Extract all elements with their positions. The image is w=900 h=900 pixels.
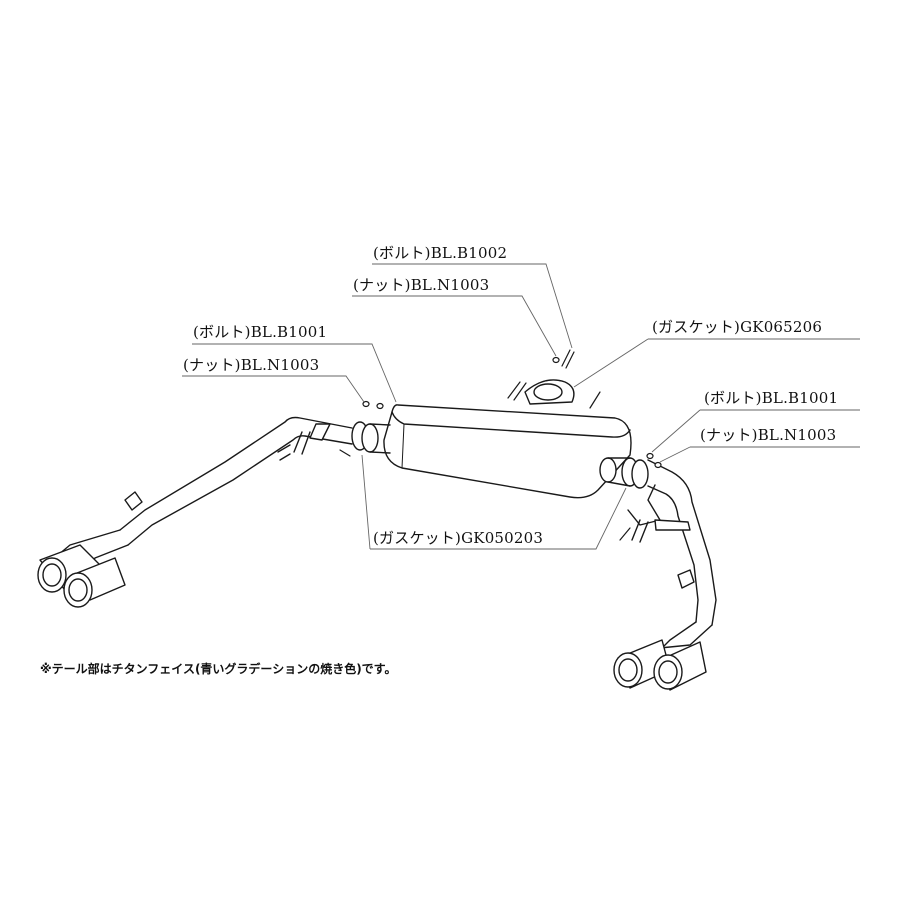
left-flange-gasket [351,421,391,454]
label-bolt-b1002: (ボルト)BL.B1002 [373,244,508,262]
label-bolt-b1001-right: (ボルト)BL.B1001 [704,389,839,407]
right-flange-gasket [599,457,649,489]
left-pipe [119,416,353,546]
right-pipe [627,459,717,626]
muffler [383,404,632,499]
bolts [339,349,662,541]
label-gasket-gk065206: (ガスケット)GK065206 [652,318,823,336]
label-nut-n1003-top: (ナット)BL.N1003 [353,276,490,294]
label-nut-n1003-right: (ナット)BL.N1003 [700,426,837,444]
right-tail-tips [613,621,713,691]
label-nut-n1003-left: (ナット)BL.N1003 [183,356,320,374]
tail-note: ※テール部はチタンフェイス(青いグラデーションの焼き色)です。 [40,662,397,676]
left-tail-tips [37,529,129,608]
label-bolt-b1001-left: (ボルト)BL.B1001 [193,323,328,341]
label-gasket-gk050203: (ガスケット)GK050203 [373,529,544,547]
top-flange-gasket [524,379,575,405]
leader-lines [182,263,860,550]
